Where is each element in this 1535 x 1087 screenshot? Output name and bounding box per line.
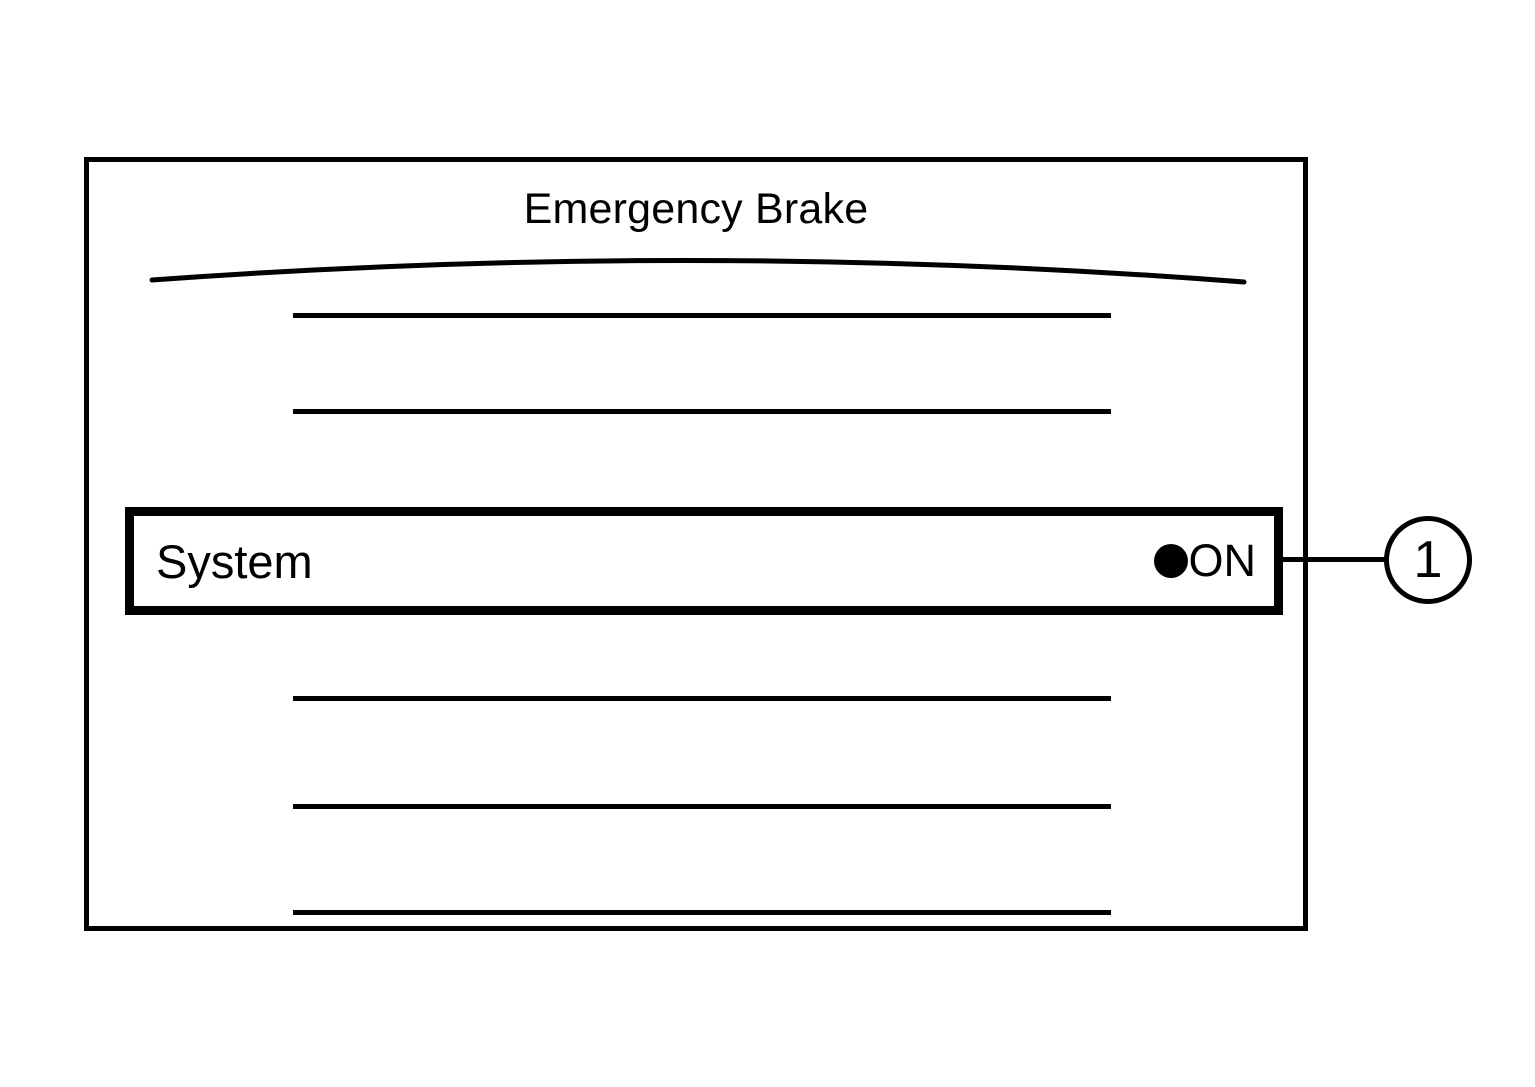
filled-circle-icon	[1153, 544, 1188, 578]
list-item	[293, 910, 1111, 915]
list-item	[293, 804, 1111, 809]
page-title: Emergency Brake	[523, 185, 869, 233]
list-item	[293, 696, 1111, 701]
status-value: ON	[1188, 535, 1257, 586]
callout-leader-line	[1278, 557, 1388, 562]
list-item-system-row[interactable]: System ON	[125, 507, 1283, 615]
display-screen-frame: Emergency Brake System ON	[84, 157, 1308, 931]
curved-divider-line	[149, 258, 1247, 285]
list-item-label: System	[156, 534, 313, 588]
status-badge: ON	[1153, 535, 1257, 586]
callout-number-label: 1	[1413, 531, 1443, 589]
list-item	[293, 313, 1111, 318]
list-item	[293, 409, 1111, 414]
callout-marker: 1	[1384, 516, 1472, 604]
